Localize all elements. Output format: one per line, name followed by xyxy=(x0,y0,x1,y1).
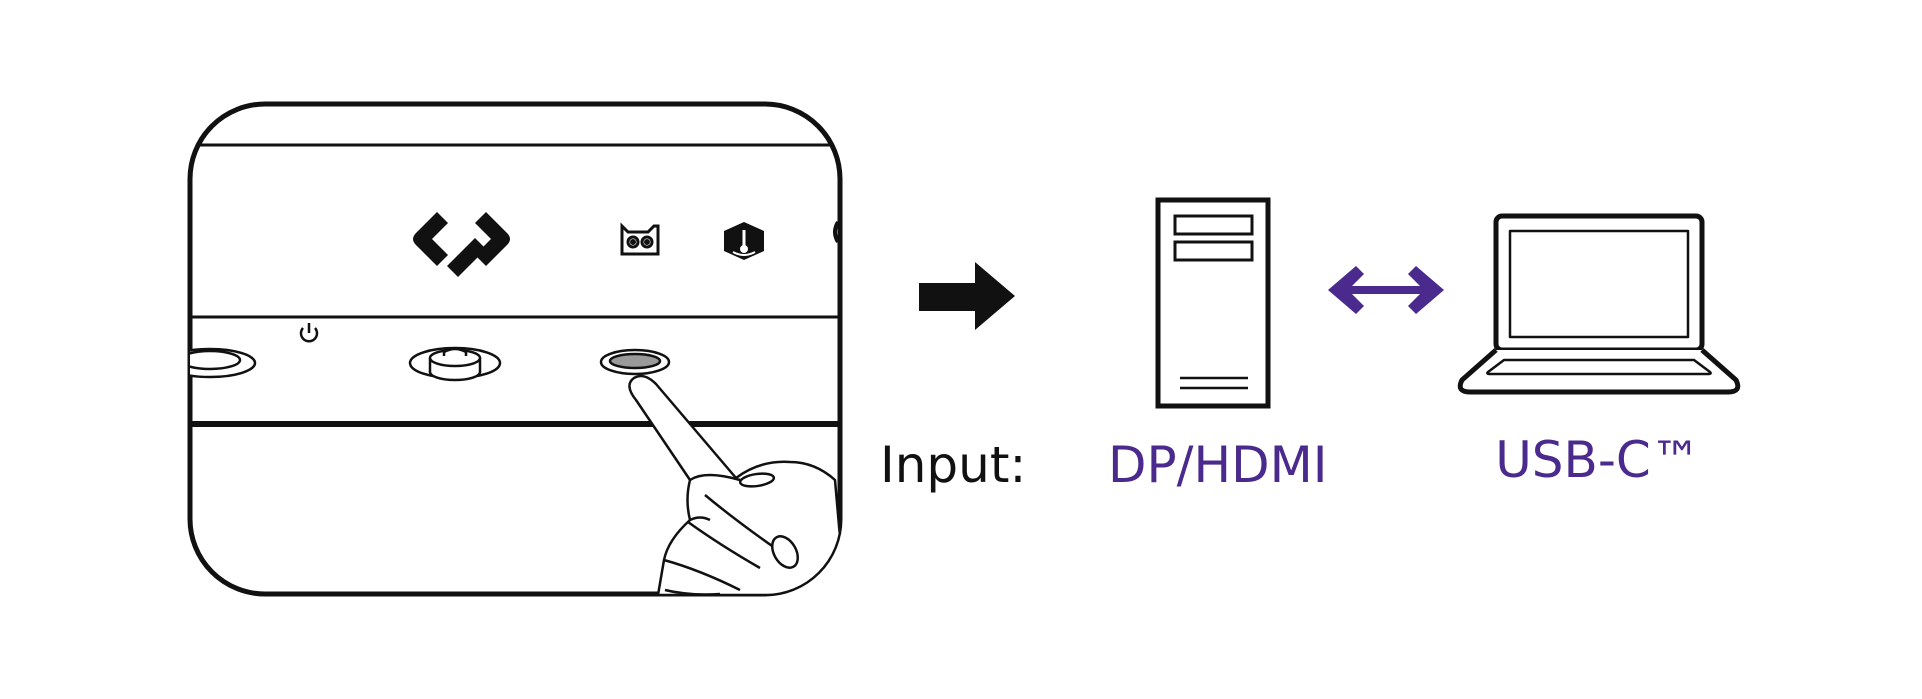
input-label: Input: xyxy=(880,436,1026,494)
owl-eye-care-icon xyxy=(620,222,660,256)
power-button xyxy=(190,347,257,379)
power-icon xyxy=(299,323,319,343)
usb-c-label: USB-C™ xyxy=(1495,431,1701,489)
sensor-icon xyxy=(724,222,764,260)
brand-logo-icon xyxy=(413,212,510,277)
double-arrow-icon xyxy=(1328,266,1444,314)
joystick-button xyxy=(408,346,502,382)
right-arrow-icon xyxy=(919,262,1015,330)
dp-hdmi-label: DP/HDMI xyxy=(1108,436,1327,494)
input-button xyxy=(599,348,671,376)
desktop-tower-icon xyxy=(1155,197,1271,409)
laptop-icon xyxy=(1457,213,1741,395)
pointing-finger xyxy=(628,374,840,594)
monitor-panel xyxy=(187,101,843,597)
